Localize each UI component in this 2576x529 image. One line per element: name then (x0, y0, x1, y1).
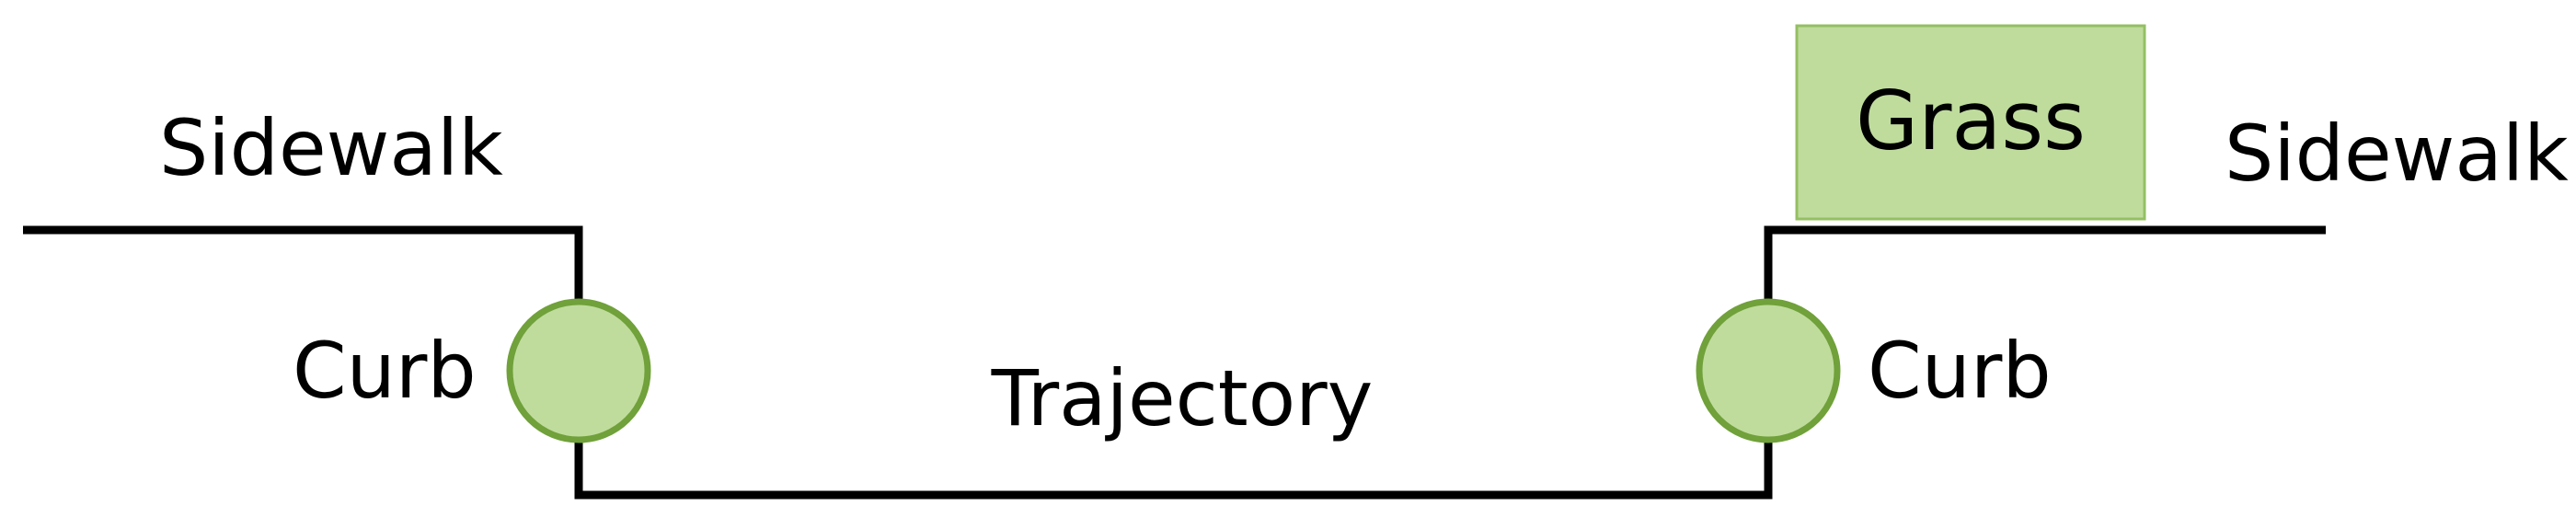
trajectory-label: Trajectory (991, 353, 1374, 443)
curb-right-label: Curb (1868, 326, 2052, 416)
grass-label: Grass (1856, 74, 2086, 168)
sidewalk-right-label: Sidewalk (2225, 109, 2569, 199)
curb-left-label: Curb (293, 326, 477, 416)
curb-right-circle (1696, 298, 1841, 443)
curb-left-circle (506, 298, 651, 443)
grass-box (1795, 24, 2146, 221)
sidewalk-left-label: Sidewalk (159, 103, 503, 193)
road-profile-line (23, 225, 2326, 500)
